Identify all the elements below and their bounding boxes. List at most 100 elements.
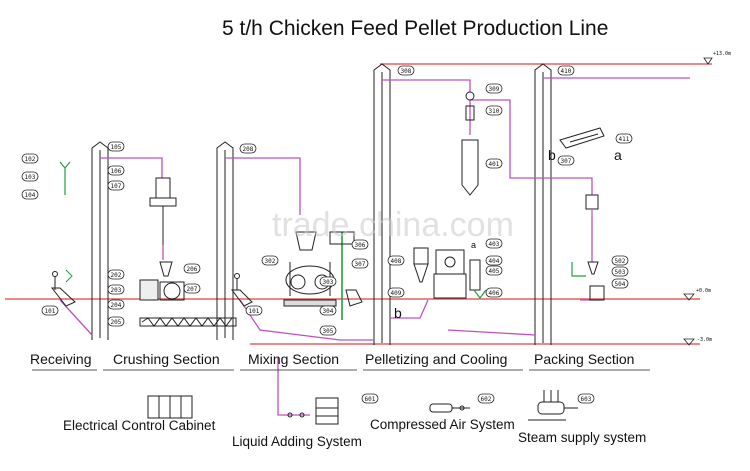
equipment-tag-label: 207 [187,286,198,293]
equipment-tag-label: 602 [481,396,492,403]
equipment-tag-302: 302 [261,255,279,266]
intake-pit-1 [50,271,76,307]
equipment-tag-label: 309 [489,86,500,93]
liquid-adding-system-label: Liquid Adding System [232,434,362,449]
equipment-tag-307: 307 [351,258,369,269]
equipment-tag-502: 502 [611,255,629,266]
equipment-tag-label: 601 [365,396,376,403]
bucket-elevator-4 [534,63,552,345]
equipment-tag-label: 104 [25,192,36,199]
mixer-bin [329,231,363,307]
magnet-icon-flow [65,269,73,283]
equipment-tag-403: 403 [485,238,503,249]
equipment-tag-409: 409 [387,287,405,298]
equipment-tag-602: 602 [477,393,495,404]
equipment-tag-label: 206 [187,266,198,273]
watermark: trade.china.com [272,206,514,244]
electrical-control-cabinet-label: Electrical Control Cabinet [63,418,216,433]
dust-filter-1 [59,161,71,195]
equipment-tag-305: 305 [319,325,337,336]
label-letter-a1: a [614,147,622,163]
liquid-tank-icon [287,397,339,425]
cyclone [413,247,429,283]
equipment-tag-411: 411 [615,133,633,144]
equipment-tag-label: 504 [615,281,626,288]
equipment-tag-504: 504 [611,278,629,289]
equipment-tag-label: 101 [45,308,56,315]
svg-text:+13.0m: +13.0m [713,51,731,57]
pellet-bin [461,91,479,196]
equipment-tag-306: 306 [351,239,369,250]
equipment-tag-label: 401 [489,161,500,168]
equipment-tag-label: 406 [489,290,500,297]
equipment-tag-206: 206 [183,263,201,274]
elevation-marker-top: +13.0m [703,51,731,65]
section-pelletizing-cooling: Pelletizing and Cooling [365,351,507,367]
equipment-tag-label: 203 [111,287,122,294]
equipment-tag-303: 303 [319,276,337,287]
equipment-tag-309: 309 [485,83,503,94]
elevation-marker-pit: -3.0m [683,337,712,346]
steam-boiler-icon [528,390,578,421]
equipment-tag-408: 408 [387,255,405,266]
section-mixing: Mixing Section [248,351,339,367]
equipment-tag-406: 406 [485,287,503,298]
equipment-tag-label: 603 [581,396,592,403]
equipment-tag-601: 601 [361,393,379,404]
equipment-tag-label: 502 [615,258,626,265]
equipment-tag-label: 405 [489,268,500,275]
equipment-tag-label: 208 [243,146,254,153]
hammer-mill [139,261,185,301]
equipment-tag-label: 302 [265,258,276,265]
equipment-tag-401: 401 [485,158,503,169]
equipment-tag-label: 411 [619,136,630,143]
air-tank-icon [429,403,470,413]
equipment-tag-label: 204 [111,302,122,309]
equipment-tag-404: 404 [485,255,503,266]
equipment-tag-503: 503 [611,266,629,277]
label-letter-a2: a [471,240,476,250]
bucket-elevator-3 [373,63,391,345]
equipment-tag-label: 106 [111,168,122,175]
svg-text:+0.0m: +0.0m [696,288,711,294]
equipment-tag-202: 202 [107,269,125,280]
equipment-tag-410: 410 [557,65,575,76]
crusher-feeder [149,177,177,245]
equipment-tag-label: 403 [489,241,500,248]
equipment-tag-label: 307 [561,158,572,165]
equipment-tag-label: 303 [323,279,334,286]
electrical-cabinet-icon [147,395,193,419]
equipment-tag-102: 102 [21,153,39,164]
equipment-tag-207: 207 [183,283,201,294]
diagram-title: 5 t/h Chicken Feed Pellet Production Lin… [222,17,608,40]
equipment-tag-label: 409 [391,290,402,297]
screw-conveyor-1 [139,317,237,327]
equipment-tag-label: 306 [355,242,366,249]
equipment-tag-203: 203 [107,284,125,295]
packing-bin [585,194,605,301]
equipment-tag-label: 310 [489,108,500,115]
section-crushing: Crushing Section [113,351,220,367]
label-letter-b2: b [548,147,556,163]
equipment-tag-label: 503 [615,269,626,276]
equipment-tag-103: 103 [21,171,39,182]
equipment-tag-label: 101 [249,308,260,315]
equipment-tag-603: 603 [577,393,595,404]
equipment-tag-label: 408 [391,258,402,265]
equipment-tag-106: 106 [107,165,125,176]
section-packing: Packing Section [534,351,634,367]
mixer [283,231,337,307]
equipment-tag-label: 410 [561,68,572,75]
equipment-tag-label: 304 [323,308,334,315]
equipment-tag-307: 307 [557,155,575,166]
equipment-tag-105: 105 [107,141,125,152]
equipment-tag-label: 305 [323,328,334,335]
packing-flow [571,262,586,277]
equipment-tag-label: 107 [111,183,122,190]
equipment-tag-label: 102 [25,156,36,163]
equipment-tag-label: 307 [355,261,366,268]
equipment-tag-304: 304 [319,305,337,316]
packing-screen [559,127,605,149]
